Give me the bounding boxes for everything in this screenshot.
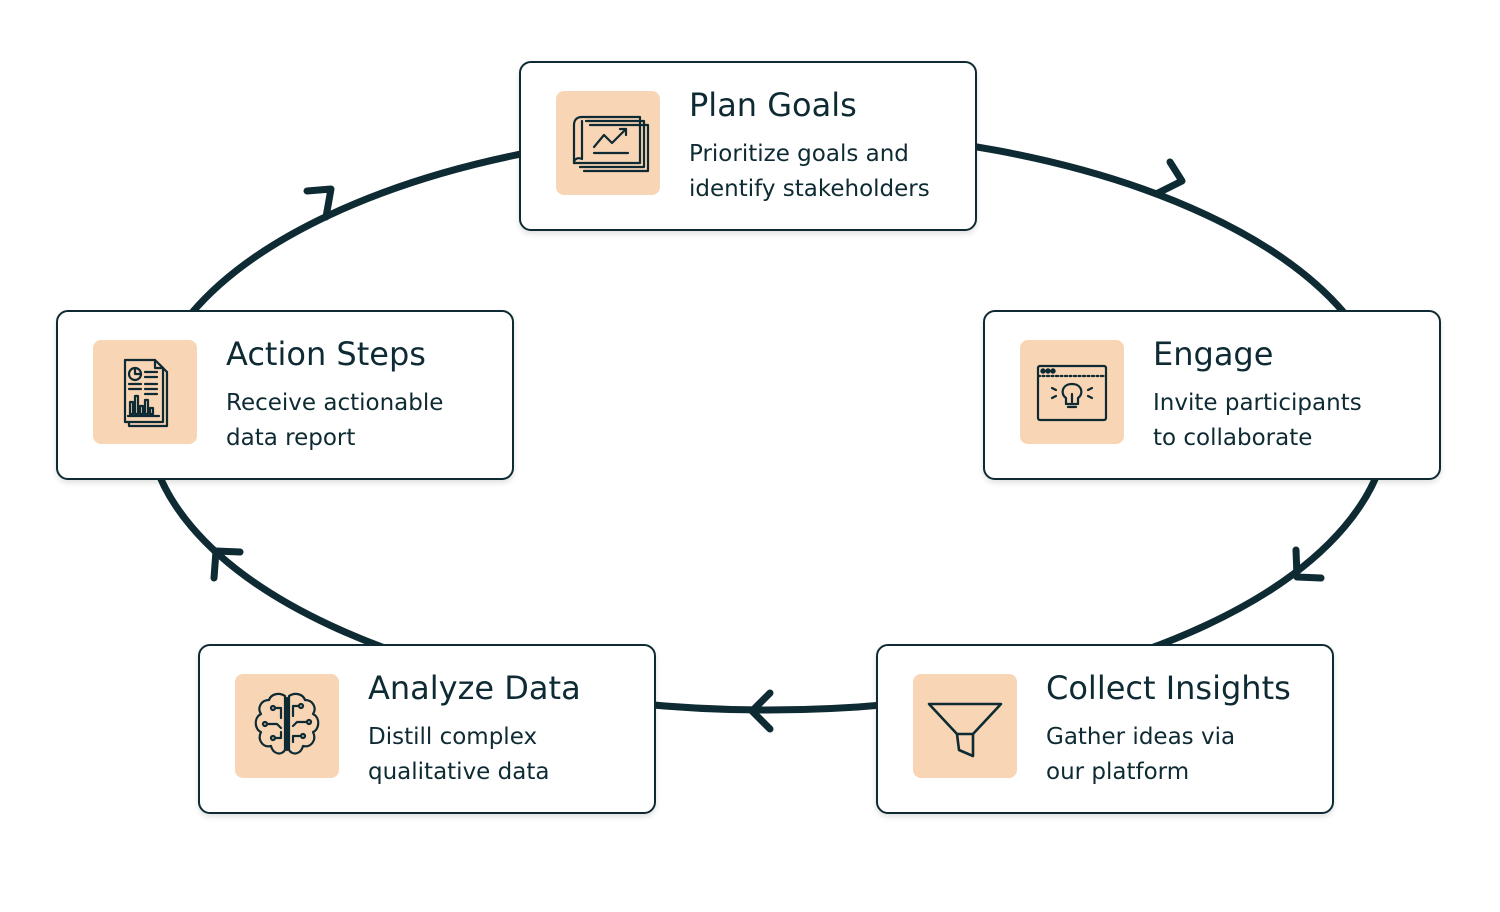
icon-tile [556,91,660,195]
step-description: Receive actionable data report [226,386,506,456]
step-description: Gather ideas via our platform [1046,720,1326,790]
step-title: Collect Insights [1046,669,1291,707]
step-card-analyze-data: Analyze Data Distill complex qualitative… [198,644,656,814]
icon-tile [93,340,197,444]
step-description-line: Receive actionable [226,390,444,416]
step-title: Plan Goals [689,86,857,124]
step-card-engage: Engage Invite participants to collaborat… [983,310,1441,480]
icon-tile [1020,340,1124,444]
arrow-head-engage-to-collect [1292,546,1325,582]
step-description-line: identify stakeholders [689,176,930,202]
report-document-icon [123,358,169,428]
step-card-action-steps: Action Steps Receive actionable data rep… [56,310,514,480]
arrow-head-plan-to-engage [1154,158,1186,197]
step-card-collect-insights: Collect Insights Gather ideas via our pl… [876,644,1334,814]
step-description-line: data report [226,425,356,451]
step-description-line: qualitative data [368,759,550,785]
step-description: Distill complex qualitative data [368,720,648,790]
step-card-plan-goals: Plan Goals Prioritize goals and identify… [519,61,977,231]
step-title: Action Steps [226,335,426,373]
arrow-head-collect-to-analyze [748,689,774,733]
blueprint-chart-icon [572,115,650,173]
brain-circuit-icon [254,692,320,755]
step-description-line: to collaborate [1153,425,1313,451]
step-title: Analyze Data [368,669,581,707]
funnel-icon [927,702,1003,758]
arrow-head-analyze-to-action [210,547,244,582]
step-description-line: Distill complex [368,724,538,750]
step-description: Invite participants to collaborate [1153,386,1433,456]
step-description-line: Invite participants [1153,390,1362,416]
icon-tile [913,674,1017,778]
step-title: Engage [1153,335,1274,373]
browser-lightbulb-icon [1036,364,1108,422]
step-description-line: Prioritize goals and [689,141,909,167]
step-description-line: Gather ideas via [1046,724,1236,750]
arrow-head-action-to-plan [303,185,335,221]
step-description-line: our platform [1046,759,1190,785]
step-description: Prioritize goals and identify stakeholde… [689,137,969,207]
icon-tile [235,674,339,778]
